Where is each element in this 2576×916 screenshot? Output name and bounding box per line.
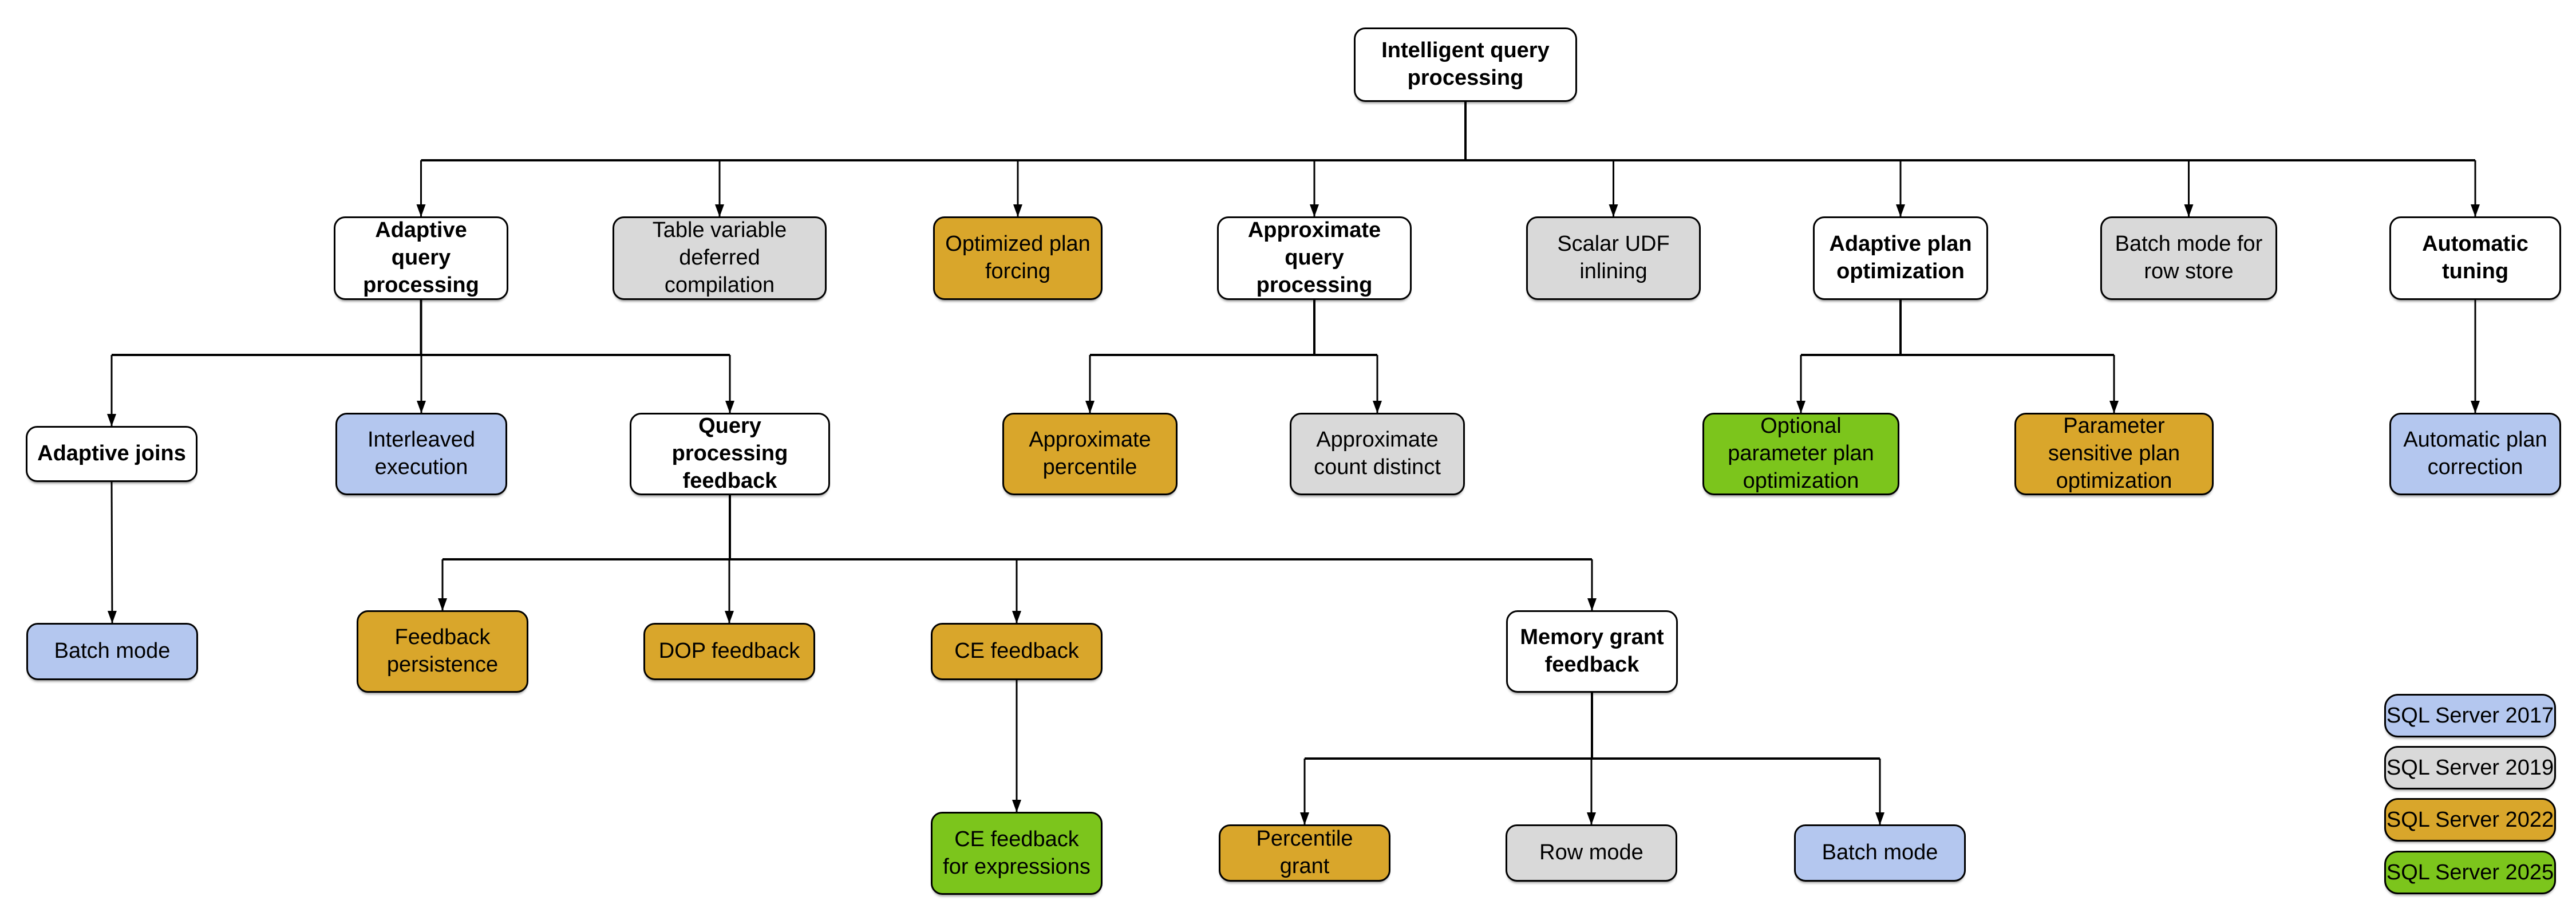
node-approximate-count-distinct: Approximate count distinct [1290, 413, 1465, 495]
node-ce-feedback: CE feedback [931, 623, 1103, 680]
legend-item-sql-server-2025: SQL Server 2025 [2384, 851, 2556, 894]
legend-item-sql-server-2019: SQL Server 2019 [2384, 746, 2556, 789]
node-root: Intelligent query processing [1354, 27, 1577, 102]
node-row-mode: Row mode [1506, 824, 1677, 882]
node-automatic-plan-correction: Automatic plan correction [2389, 413, 2561, 495]
node-batch-mode-adaptive-joins: Batch mode [26, 623, 198, 680]
node-optional-parameter-plan-optimization: Optional parameter plan optimization [1702, 413, 1899, 495]
node-adaptive-joins: Adaptive joins [26, 426, 197, 482]
node-table-variable-deferred-compilation: Table variable deferred compilation [613, 216, 827, 300]
node-batch-mode-for-row-store: Batch mode for row store [2100, 216, 2277, 300]
node-ce-feedback-for-expressions: CE feedback for expressions [931, 812, 1103, 895]
node-memory-grant-feedback: Memory grant feedback [1506, 610, 1678, 693]
node-optimized-plan-forcing: Optimized plan forcing [933, 216, 1103, 300]
node-parameter-sensitive-plan-optimization: Parameter sensitive plan optimization [2014, 413, 2214, 495]
node-interleaved-execution: Interleaved execution [335, 413, 507, 495]
node-adaptive-query-processing: Adaptive query processing [334, 216, 508, 300]
node-dop-feedback: DOP feedback [643, 623, 815, 680]
node-batch-mode-memory-grant: Batch mode [1794, 824, 1966, 882]
node-approximate-percentile: Approximate percentile [1002, 413, 1178, 495]
node-approximate-query-processing: Approximate query processing [1217, 216, 1412, 300]
node-feedback-persistence: Feedback persistence [357, 610, 528, 693]
node-percentile-grant: Percentile grant [1219, 824, 1390, 882]
legend-item-sql-server-2022: SQL Server 2022 [2384, 798, 2556, 842]
legend-item-sql-server-2017: SQL Server 2017 [2384, 694, 2556, 737]
node-adaptive-plan-optimization: Adaptive plan optimization [1813, 216, 1988, 300]
node-automatic-tuning: Automatic tuning [2389, 216, 2561, 300]
node-query-processing-feedback: Query processing feedback [630, 413, 830, 495]
node-scalar-udf-inlining: Scalar UDF inlining [1526, 216, 1701, 300]
